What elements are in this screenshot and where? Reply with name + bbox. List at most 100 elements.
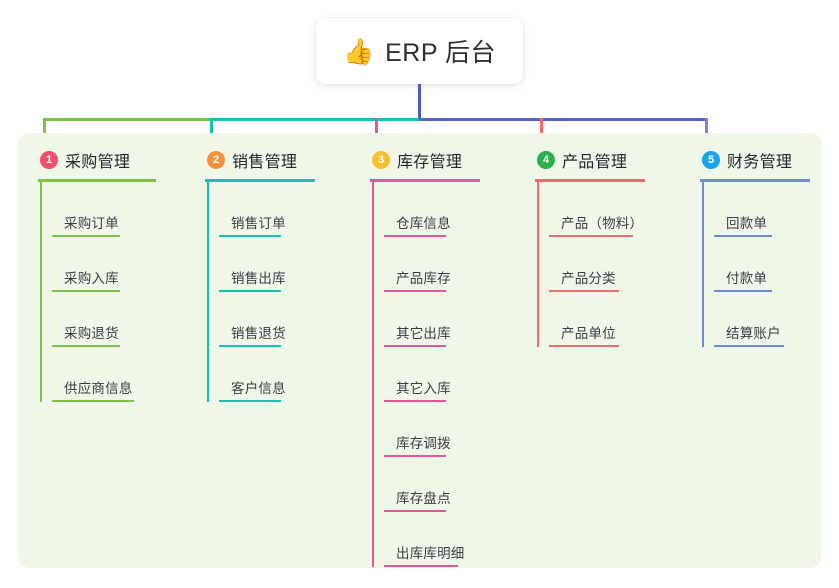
module-item-label: 产品单位 <box>561 326 616 341</box>
module-title: 采购管理 <box>65 154 131 171</box>
module-item-underline <box>219 400 281 402</box>
module-item[interactable]: 库存盘点 <box>384 457 520 512</box>
module-item-underline <box>384 235 446 237</box>
module-number-badge: 3 <box>372 151 390 169</box>
module-item[interactable]: 结算账户 <box>714 292 835 347</box>
module-number-badge: 1 <box>40 151 58 169</box>
root-title-card[interactable]: 👍 ERP 后台 <box>316 18 523 84</box>
module-item-underline <box>714 345 784 347</box>
module-item[interactable]: 其它入库 <box>384 347 520 402</box>
module-title: 销售管理 <box>232 154 298 171</box>
module-item-underline <box>384 455 446 457</box>
module-item-underline <box>52 290 120 292</box>
module-item-underline <box>384 345 446 347</box>
module-item-underline <box>714 235 772 237</box>
module-item-label: 付款单 <box>726 271 768 286</box>
module-item-label: 销售出库 <box>231 271 286 286</box>
drop-line-4 <box>540 118 543 145</box>
module-item[interactable]: 出库库明细 <box>384 512 520 567</box>
module-item-underline <box>384 290 446 292</box>
module-item-label: 库存调拨 <box>396 436 451 451</box>
thumbs-up-icon: 👍 <box>342 36 375 66</box>
module-item[interactable]: 产品（物料） <box>549 182 695 237</box>
page-title: ERP 后台 <box>385 39 497 67</box>
module-item[interactable]: 采购入库 <box>52 237 188 292</box>
hbar-teal <box>211 118 419 121</box>
module-item-underline <box>549 345 619 347</box>
module-spine <box>207 182 209 402</box>
hbar-blue <box>419 118 708 121</box>
module-number-badge: 2 <box>207 151 225 169</box>
module-column-销售管理: 2 销售管理销售订单销售出库销售退货客户信息 <box>205 147 355 402</box>
module-item-label: 出库库明细 <box>396 546 465 561</box>
module-item-label: 客户信息 <box>231 381 286 396</box>
drop-line-5 <box>705 118 708 145</box>
module-item-label: 采购入库 <box>64 271 119 286</box>
module-item-underline <box>384 510 446 512</box>
module-item-list: 回款单付款单结算账户 <box>700 182 835 347</box>
module-item-underline <box>714 290 772 292</box>
module-item-label: 采购退货 <box>64 326 119 341</box>
modules-panel <box>18 133 822 568</box>
drop-line-3 <box>375 118 378 145</box>
module-item-underline <box>219 345 281 347</box>
root-stem <box>418 84 421 121</box>
module-item-underline <box>52 235 120 237</box>
module-item-list: 产品（物料） 产品分类产品单位 <box>535 182 695 347</box>
module-header-underline <box>370 179 480 182</box>
module-item[interactable]: 供应商信息 <box>52 347 188 402</box>
module-item-label: 库存盘点 <box>396 491 451 506</box>
module-header-underline <box>535 179 645 182</box>
module-item[interactable]: 产品库存 <box>384 237 520 292</box>
hbar-green <box>44 118 211 121</box>
module-item[interactable]: 采购退货 <box>52 292 188 347</box>
module-item[interactable]: 付款单 <box>714 237 835 292</box>
module-item-label: 产品（物料） <box>561 216 644 231</box>
module-item-underline <box>384 565 458 567</box>
module-item-underline <box>549 290 619 292</box>
module-item-underline <box>384 400 446 402</box>
module-header-underline <box>38 179 156 182</box>
module-item-label: 销售订单 <box>231 216 286 231</box>
module-item-underline <box>219 235 281 237</box>
module-item-list: 销售订单销售出库销售退货客户信息 <box>205 182 355 402</box>
module-item[interactable]: 产品单位 <box>549 292 695 347</box>
module-item[interactable]: 库存调拨 <box>384 402 520 457</box>
module-spine <box>372 182 374 567</box>
module-item[interactable]: 采购订单 <box>52 182 188 237</box>
module-item-label: 回款单 <box>726 216 768 231</box>
module-item[interactable]: 其它出库 <box>384 292 520 347</box>
module-header-采购管理[interactable]: 1 采购管理 <box>38 147 188 173</box>
module-item-label: 其它出库 <box>396 326 451 341</box>
module-item[interactable]: 客户信息 <box>219 347 355 402</box>
module-item-underline <box>219 290 281 292</box>
module-item-label: 其它入库 <box>396 381 451 396</box>
module-item-label: 采购订单 <box>64 216 119 231</box>
module-header-销售管理[interactable]: 2 销售管理 <box>205 147 355 173</box>
module-item-list: 仓库信息产品库存其它出库其它入库库存调拨库存盘点出库库明细 <box>370 182 520 567</box>
module-item-label: 结算账户 <box>726 326 781 341</box>
drop-line-2 <box>210 118 213 145</box>
module-item-label: 产品分类 <box>561 271 616 286</box>
module-item-underline <box>52 400 134 402</box>
module-column-采购管理: 1 采购管理采购订单采购入库采购退货供应商信息 <box>38 147 188 402</box>
module-number-badge: 5 <box>702 151 720 169</box>
module-title: 产品管理 <box>562 154 628 171</box>
module-item-list: 采购订单采购入库采购退货供应商信息 <box>38 182 188 402</box>
module-item[interactable]: 回款单 <box>714 182 835 237</box>
module-item[interactable]: 产品分类 <box>549 237 695 292</box>
module-item-underline <box>549 235 633 237</box>
module-item[interactable]: 仓库信息 <box>384 182 520 237</box>
module-item[interactable]: 销售退货 <box>219 292 355 347</box>
module-header-underline <box>700 179 810 182</box>
module-item[interactable]: 销售订单 <box>219 182 355 237</box>
module-item[interactable]: 销售出库 <box>219 237 355 292</box>
module-spine <box>40 182 42 402</box>
module-spine <box>702 182 704 347</box>
